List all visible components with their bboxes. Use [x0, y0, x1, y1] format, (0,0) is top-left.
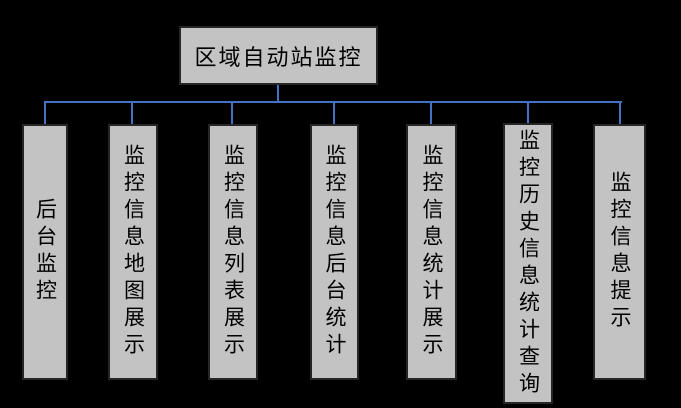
child-node-backend-monitoring: 后台监控	[22, 124, 68, 380]
connector-stub-3	[231, 101, 233, 125]
child-node-label: 监控信息后台统计	[323, 144, 347, 360]
root-node-regional-auto-station-monitoring: 区域自动站监控	[179, 26, 378, 85]
connector-stub-5	[430, 101, 432, 125]
child-node-label: 监控信息提示	[608, 171, 632, 333]
child-node-monitoring-info-prompt: 监控信息提示	[593, 124, 646, 380]
child-node-monitoring-info-statistics-display: 监控信息统计展示	[406, 124, 457, 380]
connector-root-drop	[277, 85, 279, 103]
root-node-label: 区域自动站监控	[194, 44, 363, 70]
child-node-label: 后台监控	[33, 198, 58, 306]
child-node-label: 监控信息统计展示	[420, 144, 444, 360]
child-node-monitoring-info-map-display: 监控信息地图展示	[108, 124, 158, 380]
connector-stub-2	[131, 101, 133, 125]
child-node-monitoring-info-list-display: 监控信息列表展示	[208, 124, 258, 380]
connector-stub-4	[333, 101, 335, 125]
child-node-label: 监控信息列表展示	[221, 144, 246, 360]
connector-stub-6	[527, 101, 529, 125]
connector-stub-7	[619, 101, 621, 125]
child-node-monitoring-history-statistics-query: 监控历史信息统计查询	[503, 123, 553, 404]
child-node-monitoring-info-backend-statistics: 监控信息后台统计	[310, 124, 359, 380]
connector-stub-1	[44, 101, 46, 125]
child-node-label: 监控信息地图展示	[121, 144, 146, 360]
child-node-label: 监控历史信息统计查询	[516, 128, 541, 399]
